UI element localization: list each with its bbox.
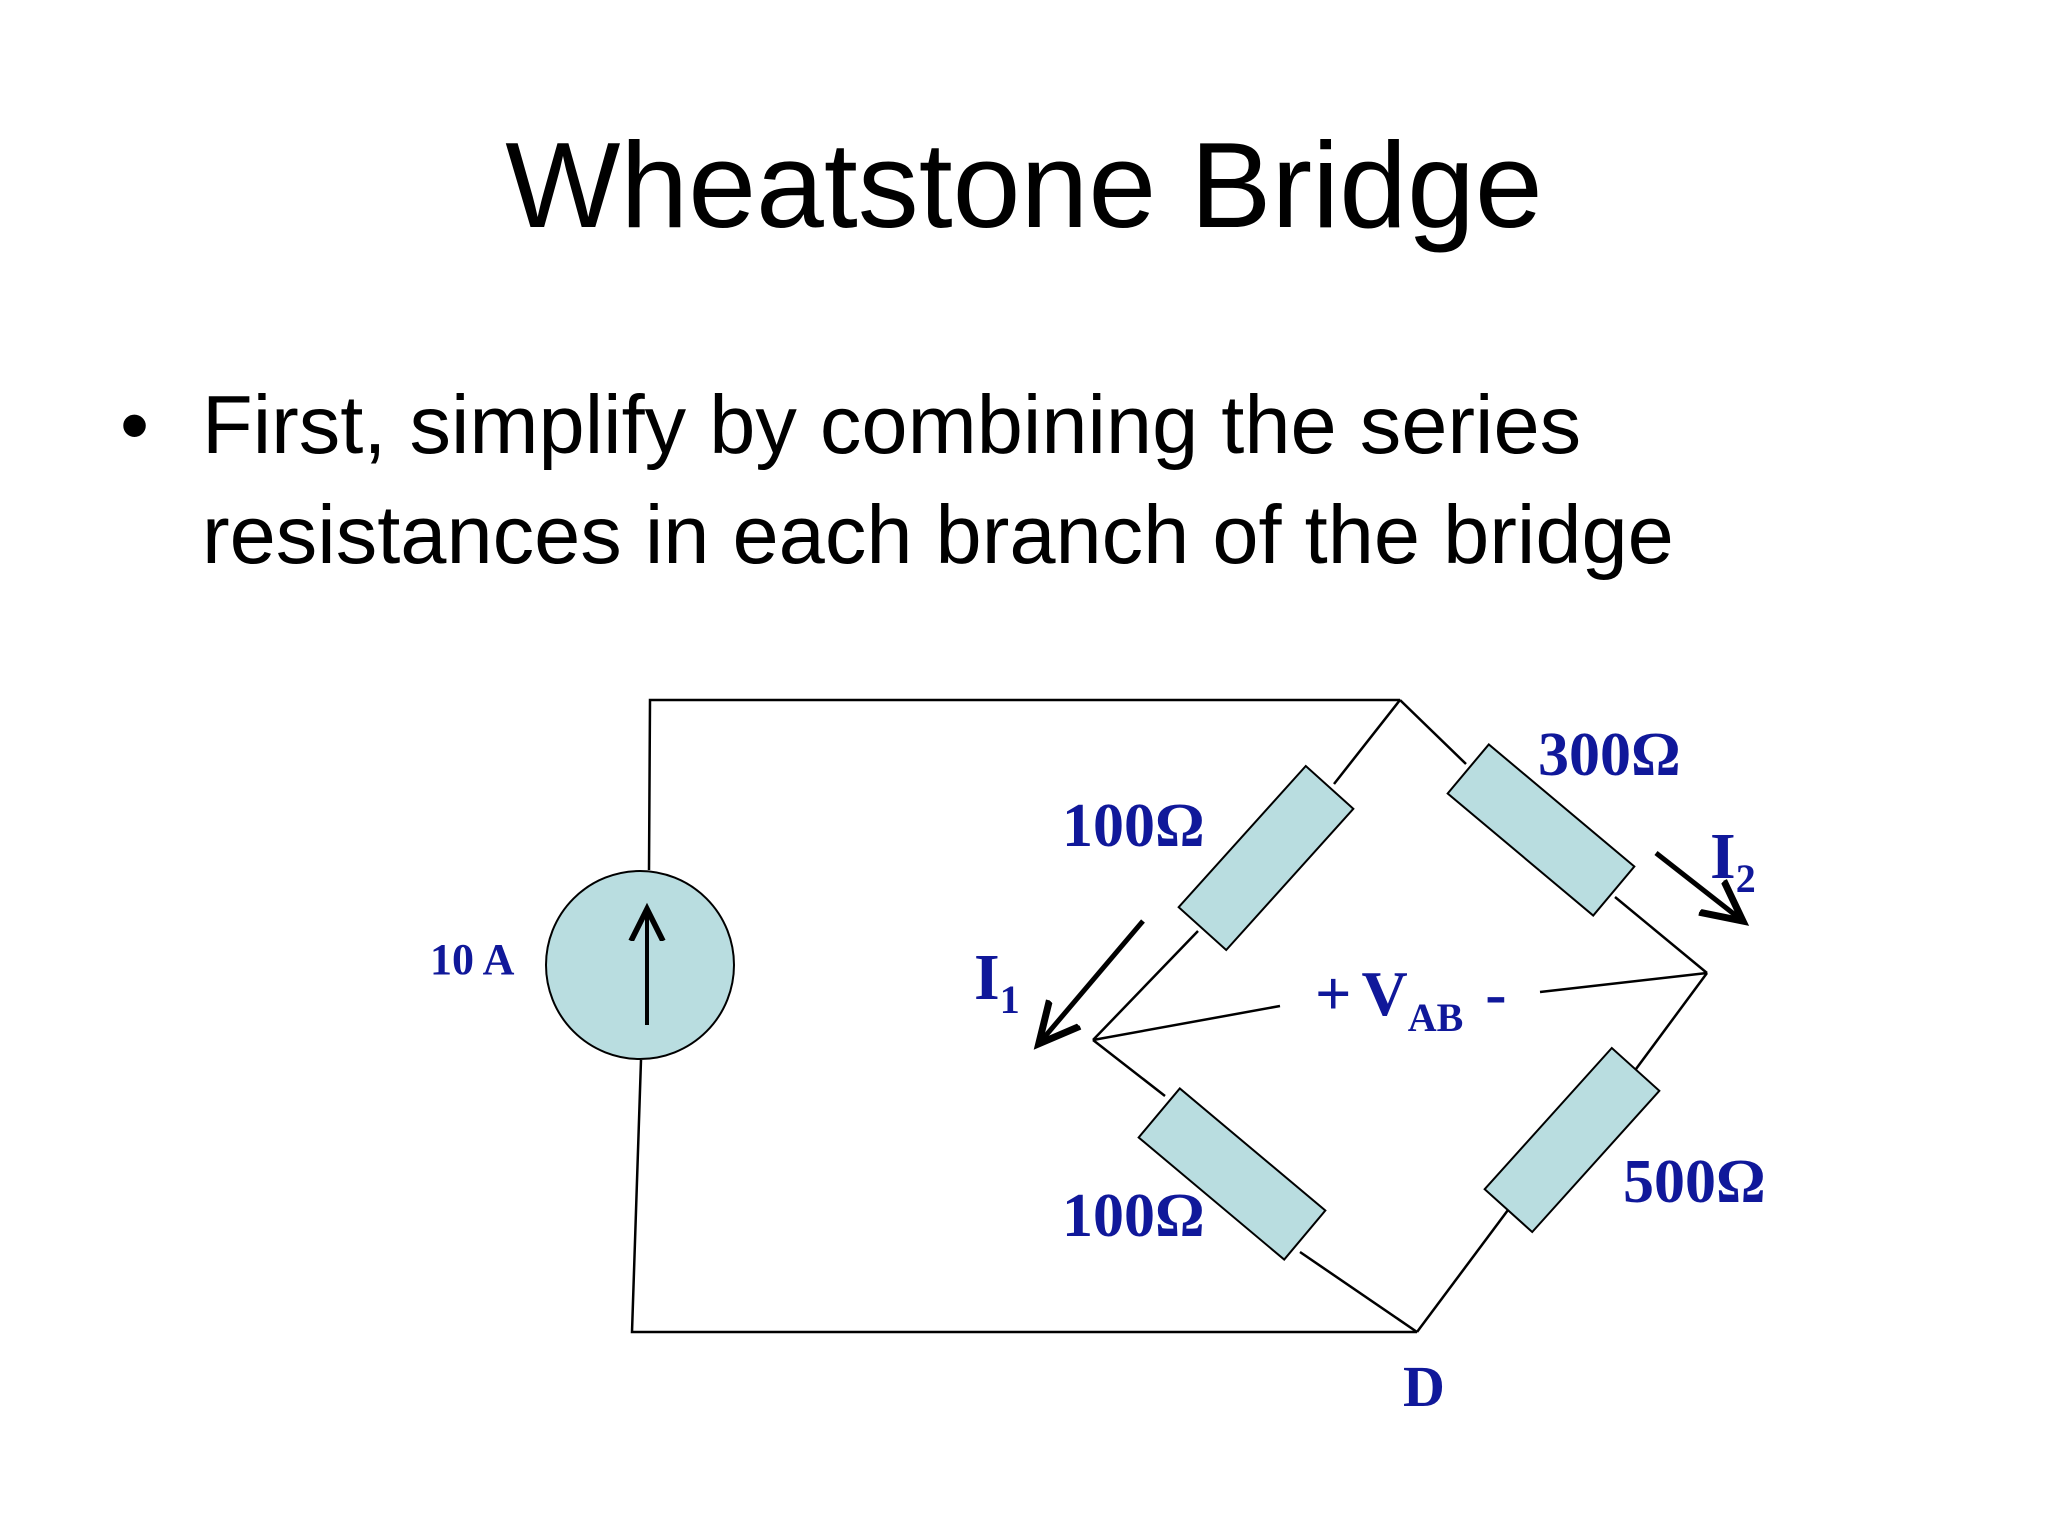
wire-r4-to-bottom bbox=[1415, 1209, 1510, 1333]
bullet-list: • First, simplify by combining the serie… bbox=[120, 370, 1980, 590]
current-1-subscript: 1 bbox=[1000, 977, 1020, 1022]
wire-r1-to-left-node bbox=[1092, 930, 1199, 1041]
voltage-main: V bbox=[1361, 958, 1407, 1029]
wire-vab-right bbox=[1539, 971, 1708, 994]
wire-r2-to-right-node bbox=[1614, 896, 1708, 974]
current-source-circle bbox=[545, 870, 735, 1060]
resistor-top-right bbox=[1446, 743, 1636, 917]
bullet-item: • First, simplify by combining the serie… bbox=[120, 370, 1980, 590]
source-label: 10 A bbox=[430, 935, 515, 984]
bullet-marker: • bbox=[120, 378, 150, 471]
wire-right-node-to-r4 bbox=[1634, 972, 1709, 1070]
wire-bottom-left-loop bbox=[630, 1059, 1417, 1334]
slide-title: Wheatstone Bridge bbox=[505, 117, 1543, 253]
bullet-line-2: resistances in each branch of the bridge bbox=[202, 488, 1674, 581]
circuit-wires bbox=[630, 698, 1709, 1334]
current-2-arrow-icon bbox=[1654, 851, 1739, 918]
voltage-plus: + bbox=[1315, 958, 1351, 1029]
wire-top-to-r2 bbox=[1399, 699, 1467, 765]
resistor-top-left-label: 100Ω bbox=[1062, 792, 1205, 860]
bullet-line-1: First, simplify by combining the series bbox=[202, 378, 1582, 471]
voltage-subscript: AB bbox=[1408, 995, 1464, 1040]
current-2-subscript: 2 bbox=[1736, 856, 1756, 901]
current-1-main: I bbox=[974, 941, 1000, 1014]
wire-top-left-loop bbox=[647, 698, 1400, 871]
resistor-bottom-left bbox=[1137, 1087, 1327, 1261]
voltage-minus: - bbox=[1485, 958, 1506, 1029]
resistor-bottom-right-label: 500Ω bbox=[1623, 1148, 1766, 1216]
resistor-bottom-left-label: 100Ω bbox=[1062, 1182, 1205, 1250]
resistor-bottom-right bbox=[1483, 1046, 1661, 1234]
resistor-top-right-label: 300Ω bbox=[1538, 721, 1681, 789]
resistor-top-left bbox=[1177, 764, 1355, 952]
wire-r3-to-bottom bbox=[1299, 1250, 1418, 1334]
resistors bbox=[1137, 743, 1661, 1261]
wire-left-node-to-r3 bbox=[1092, 1039, 1166, 1097]
wire-top-to-r1 bbox=[1333, 699, 1401, 785]
voltage-label: +VAB- bbox=[1315, 958, 1507, 1040]
current-1-label: I1 bbox=[974, 941, 1020, 1022]
current-arrows bbox=[1042, 851, 1739, 1040]
current-source bbox=[545, 870, 735, 1060]
wire-vab-left bbox=[1092, 1004, 1281, 1042]
current-2-label: I2 bbox=[1710, 820, 1756, 901]
current-2-main: I bbox=[1710, 820, 1736, 893]
node-d-label: D bbox=[1403, 1354, 1445, 1419]
current-1-arrow-icon bbox=[1042, 919, 1145, 1040]
